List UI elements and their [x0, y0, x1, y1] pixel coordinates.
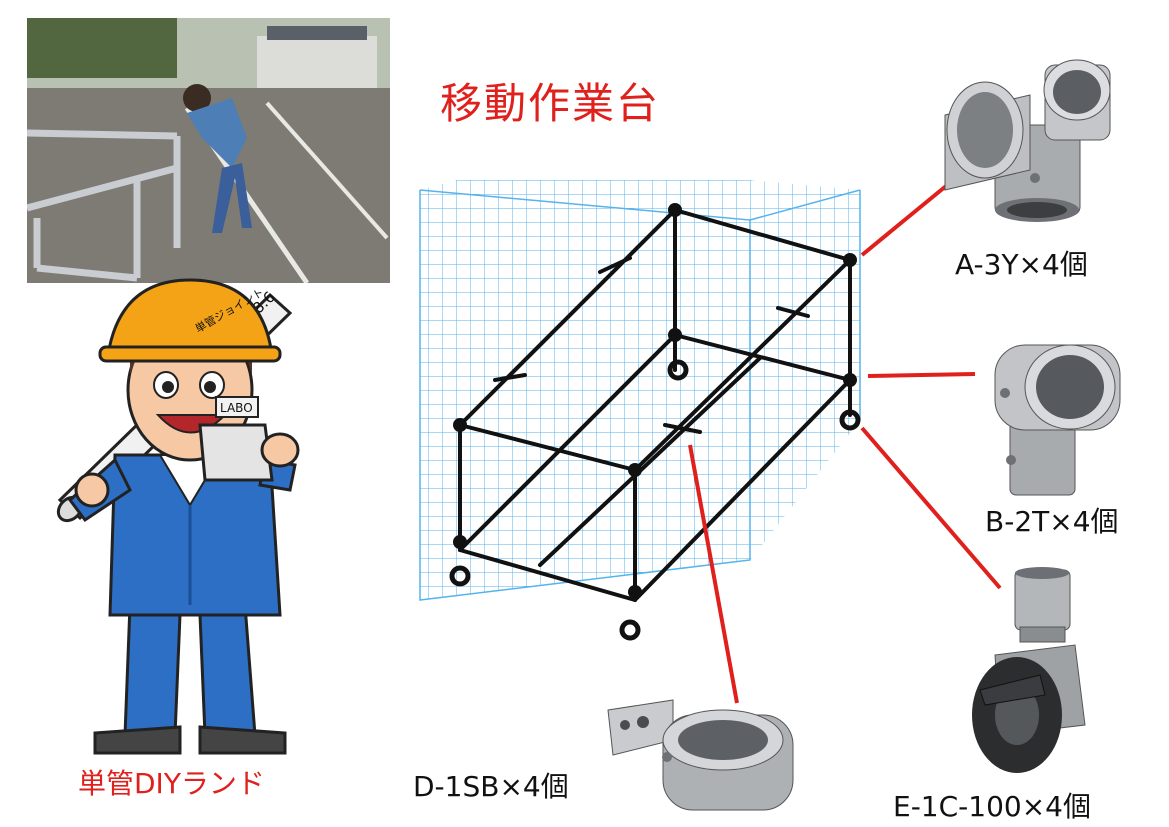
part-a-label: A-3Y×4個 — [955, 248, 1088, 281]
mascot-character: PIPE-48.6 単管ジョイント LABO — [56, 278, 300, 755]
part-d-label: D-1SB×4個 — [413, 770, 569, 803]
part-e-image — [972, 567, 1086, 773]
part-a-image — [944, 59, 1111, 222]
joint-text: LABO — [220, 401, 253, 415]
assembly-photo — [27, 18, 390, 283]
brand-caption: 単管DIYランド — [78, 767, 265, 800]
grid-box — [419, 180, 861, 601]
workbench-diagram — [419, 180, 861, 641]
part-b-image — [994, 344, 1121, 496]
frame — [458, 208, 852, 602]
joints — [453, 203, 857, 599]
casters — [449, 359, 861, 641]
part-e-label: E-1C-100×4個 — [893, 790, 1091, 823]
part-d-image — [607, 699, 794, 811]
diagram-title: 移動作業台 — [440, 79, 661, 128]
part-b-label: B-2T×4個 — [985, 505, 1119, 538]
